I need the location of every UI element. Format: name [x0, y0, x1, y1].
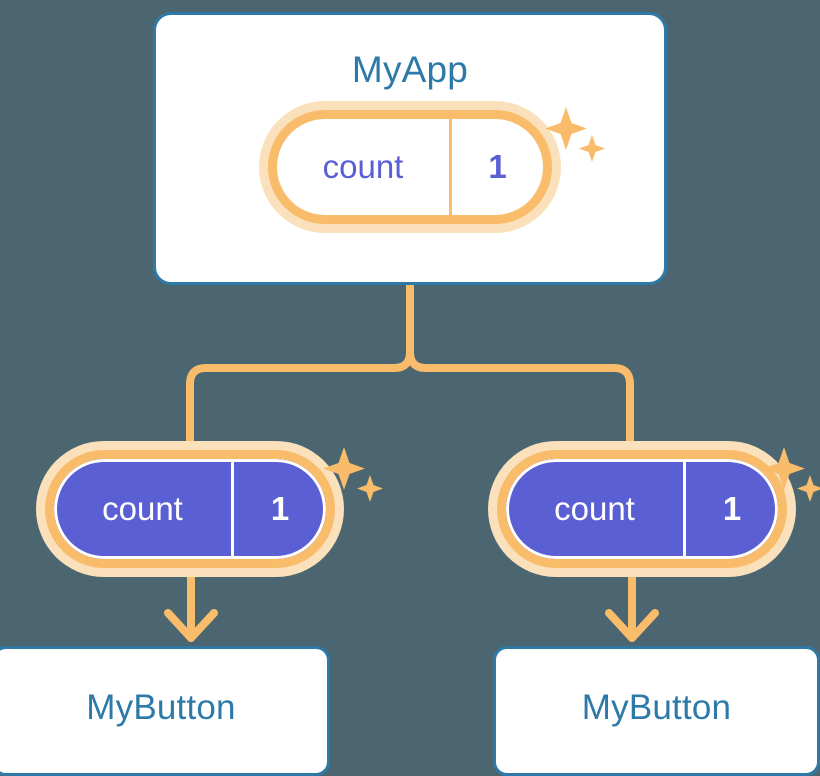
state-value: 1: [722, 490, 742, 527]
state-value: 1: [488, 148, 507, 185]
state-key: count: [277, 119, 452, 215]
state-value: 1: [270, 490, 290, 527]
component-title: MyButton: [86, 688, 236, 727]
state-key: count: [54, 459, 234, 559]
tree-connector: [406, 282, 634, 456]
component-title: MyButton: [581, 688, 732, 727]
tree-connector-left-branch: [186, 348, 414, 456]
state-key: count: [506, 459, 686, 559]
component-card-mybutton-right[interactable]: MyButton: [493, 646, 820, 776]
state-pill-mybutton-right[interactable]: count 1: [497, 450, 787, 568]
page-title: MyApp: [351, 49, 469, 90]
arrow-right-head: [605, 609, 659, 642]
state-pill-myapp[interactable]: count 1: [268, 110, 552, 224]
state-pill-mybutton-left[interactable]: count 1: [45, 450, 335, 568]
arrow-left-head: [164, 609, 218, 642]
component-card-mybutton-left[interactable]: MyButton: [0, 646, 330, 776]
